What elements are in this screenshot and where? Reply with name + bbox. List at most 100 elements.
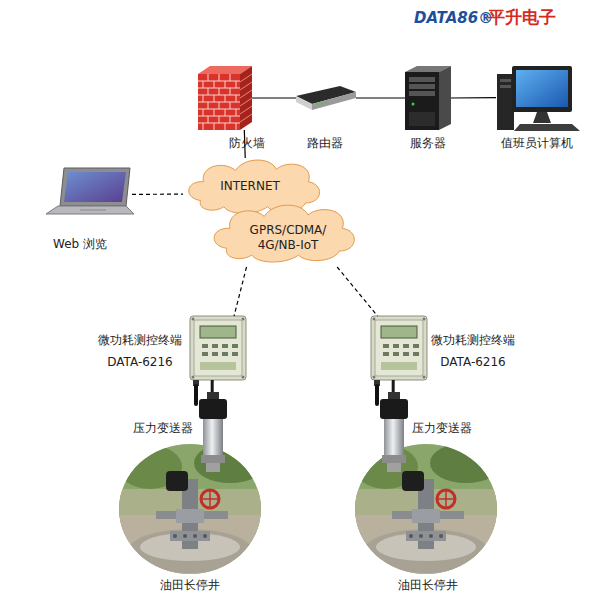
signal-cable xyxy=(211,380,214,392)
well-photo-part-part xyxy=(201,490,219,508)
terminal-icon-part xyxy=(393,352,399,356)
internet-link xyxy=(132,194,183,195)
terminal-icon-part xyxy=(192,318,195,321)
transmitter-icon-part xyxy=(380,399,408,419)
node-label: 微功耗测控终端 DATA-6216 xyxy=(423,329,523,373)
server-icon xyxy=(405,66,451,130)
terminal-icon-part xyxy=(194,386,198,404)
terminal-icon xyxy=(371,316,427,404)
well-photo-part-part xyxy=(412,509,440,523)
network-cable xyxy=(252,97,296,98)
node-label: 压力变送器 xyxy=(133,418,193,438)
well-photo-part-part xyxy=(437,490,455,508)
terminal-icon-part xyxy=(202,344,208,348)
terminal-icon-part xyxy=(194,320,242,376)
signal-cable xyxy=(392,380,395,392)
workstation-icon-part xyxy=(516,70,568,107)
server-icon-part xyxy=(409,112,435,126)
rtu-terminal: 微功耗测控终端 DATA-6216 xyxy=(190,316,246,380)
node-label: 压力变送器 xyxy=(412,418,472,438)
oil-well: 油田长停井 xyxy=(354,444,498,574)
workstation-icon-part xyxy=(500,85,511,88)
terminal-icon-part xyxy=(200,326,236,338)
oil-well: 油田长停井 xyxy=(118,444,262,574)
well-photo-part-part xyxy=(166,471,188,491)
node-label: 防火墙 xyxy=(229,133,265,153)
pressure-transmitter: 压力变送器 xyxy=(378,392,408,472)
transmitter-icon-part xyxy=(207,392,219,400)
wireless-network-cloud: GPRS/CDMA/ 4G/NB-IoT xyxy=(208,203,358,267)
terminal-icon-part xyxy=(413,352,419,356)
well-photo-part-part xyxy=(439,534,443,538)
well-photo-part-part xyxy=(201,490,219,508)
terminal-icon-part xyxy=(383,344,389,348)
node-label: GPRS/CDMA/ 4G/NB-IoT xyxy=(242,223,334,253)
pressure-transmitter: 压力变送器 xyxy=(197,392,227,472)
well-photo-part-part xyxy=(170,531,210,541)
transmitter-icon-part xyxy=(387,463,401,472)
terminal-icon xyxy=(190,316,246,404)
rtu-terminal: 微功耗测控终端 DATA-6216 xyxy=(371,316,427,380)
router-icon-part xyxy=(312,92,356,110)
network-cable xyxy=(356,97,405,98)
workstation-icon-part xyxy=(512,66,572,112)
terminal-icon-part xyxy=(381,362,417,370)
transmitter-icon xyxy=(380,392,408,472)
terminal-icon-part xyxy=(190,316,246,380)
terminal-icon-part xyxy=(192,376,195,379)
well-photo-part-part xyxy=(429,534,433,538)
cloud-outline xyxy=(189,160,320,213)
terminal-icon-part xyxy=(212,344,218,348)
node-label: 微功耗测控终端 DATA-6216 xyxy=(90,329,190,373)
node-label: 值班员计算机 xyxy=(501,133,573,153)
well-photo-part-part xyxy=(173,534,177,538)
terminal-icon-part xyxy=(371,316,427,380)
terminal-icon-part xyxy=(403,352,409,356)
laptop-node: Web 浏览 xyxy=(44,168,132,216)
well-photo xyxy=(354,439,502,585)
server-icon-part xyxy=(409,91,435,96)
well-photo-part xyxy=(354,439,502,585)
terminal-icon-part xyxy=(423,376,426,379)
router-icon-part xyxy=(325,102,327,104)
server-icon-part xyxy=(412,103,415,106)
well-photo-part-part xyxy=(354,439,498,579)
terminal-icon-part xyxy=(242,376,245,379)
well-photo-part-part xyxy=(118,439,262,579)
transmitter-icon-part xyxy=(384,419,404,455)
transmitter-icon-part xyxy=(388,392,400,400)
transmitter-icon-part xyxy=(206,463,220,472)
node-label: Web 浏览 xyxy=(53,234,107,254)
workstation-icon-part xyxy=(514,124,580,131)
router-icon-part xyxy=(296,96,312,110)
workstation-icon-part xyxy=(500,79,511,82)
router-icon xyxy=(296,86,356,110)
network-cable xyxy=(451,97,496,99)
terminal-icon-part xyxy=(403,344,409,348)
terminal-icon-part xyxy=(375,386,379,404)
laptop-icon xyxy=(46,168,134,214)
well-photo-part-part xyxy=(430,443,502,483)
node-label: 油田长停井 xyxy=(160,575,220,595)
server-icon-part xyxy=(405,72,439,130)
firewall-icon-part xyxy=(198,74,240,130)
terminal-icon-part xyxy=(202,352,208,356)
terminal-icon-part xyxy=(232,352,238,356)
brand-logo: DATA86® xyxy=(414,9,493,27)
server-icon-part xyxy=(439,66,451,130)
well-photo-part-part xyxy=(364,529,488,573)
well-photo-part xyxy=(118,439,266,585)
firewall-icon-part xyxy=(240,66,252,130)
well-photo-part-part xyxy=(409,534,413,538)
transmitter-icon-part xyxy=(199,399,227,419)
well-photo xyxy=(118,439,266,585)
router-node: 路由器 xyxy=(296,86,356,110)
firewall-icon xyxy=(198,66,252,130)
router-icon-part xyxy=(317,104,319,106)
node-label: 油田长停井 xyxy=(398,575,458,595)
terminal-icon-part xyxy=(393,344,399,348)
terminal-icon-part xyxy=(232,344,238,348)
